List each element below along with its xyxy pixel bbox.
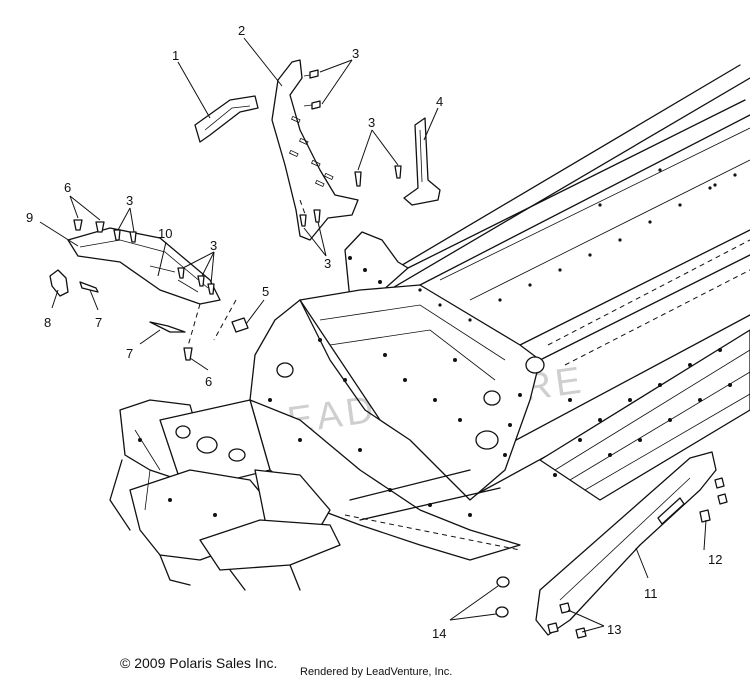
callout-6-upper: 6 bbox=[64, 180, 71, 195]
callout-12: 12 bbox=[708, 552, 722, 567]
rendered-by-text: Rendered by LeadVenture, Inc. bbox=[300, 666, 453, 678]
callout-1: 1 bbox=[172, 48, 179, 63]
part-1-bracket bbox=[194, 95, 259, 143]
chassis-tunnel bbox=[109, 64, 750, 591]
part-11-lower-bracket bbox=[535, 451, 717, 636]
fasteners bbox=[73, 69, 728, 639]
callout-9: 9 bbox=[26, 210, 33, 225]
callout-2: 2 bbox=[238, 23, 245, 38]
callout-14: 14 bbox=[432, 626, 446, 641]
part-7-strip-lower bbox=[149, 321, 186, 333]
callout-6-lower: 6 bbox=[205, 374, 212, 389]
callout-labels: 1 2 3 4 3 3 6 3 9 10 3 5 8 7 7 6 12 11 1… bbox=[26, 23, 722, 641]
copyright-text: © 2009 Polaris Sales Inc. bbox=[120, 655, 278, 671]
callout-3-mid: 3 bbox=[368, 115, 375, 130]
callout-7-lower: 7 bbox=[126, 346, 133, 361]
callout-3-top: 3 bbox=[352, 46, 359, 61]
callout-3-plate: 3 bbox=[324, 256, 331, 271]
callout-13: 13 bbox=[607, 622, 621, 637]
leader-lines bbox=[39, 37, 707, 633]
callout-5: 5 bbox=[262, 284, 269, 299]
callout-3-bar: 3 bbox=[126, 193, 133, 208]
callout-10: 10 bbox=[158, 226, 172, 241]
part-8-clip bbox=[49, 269, 69, 297]
callout-3-right: 3 bbox=[210, 238, 217, 253]
callout-8: 8 bbox=[44, 315, 51, 330]
alignment-lines bbox=[187, 199, 306, 347]
part-4-bracket bbox=[403, 117, 441, 206]
callout-11: 11 bbox=[644, 586, 658, 601]
part-2-side-plate bbox=[271, 59, 359, 241]
callout-7-upper: 7 bbox=[95, 315, 102, 330]
part-7-strip-upper bbox=[79, 281, 99, 293]
callout-4: 4 bbox=[436, 94, 443, 109]
rivet-dots bbox=[138, 168, 737, 517]
